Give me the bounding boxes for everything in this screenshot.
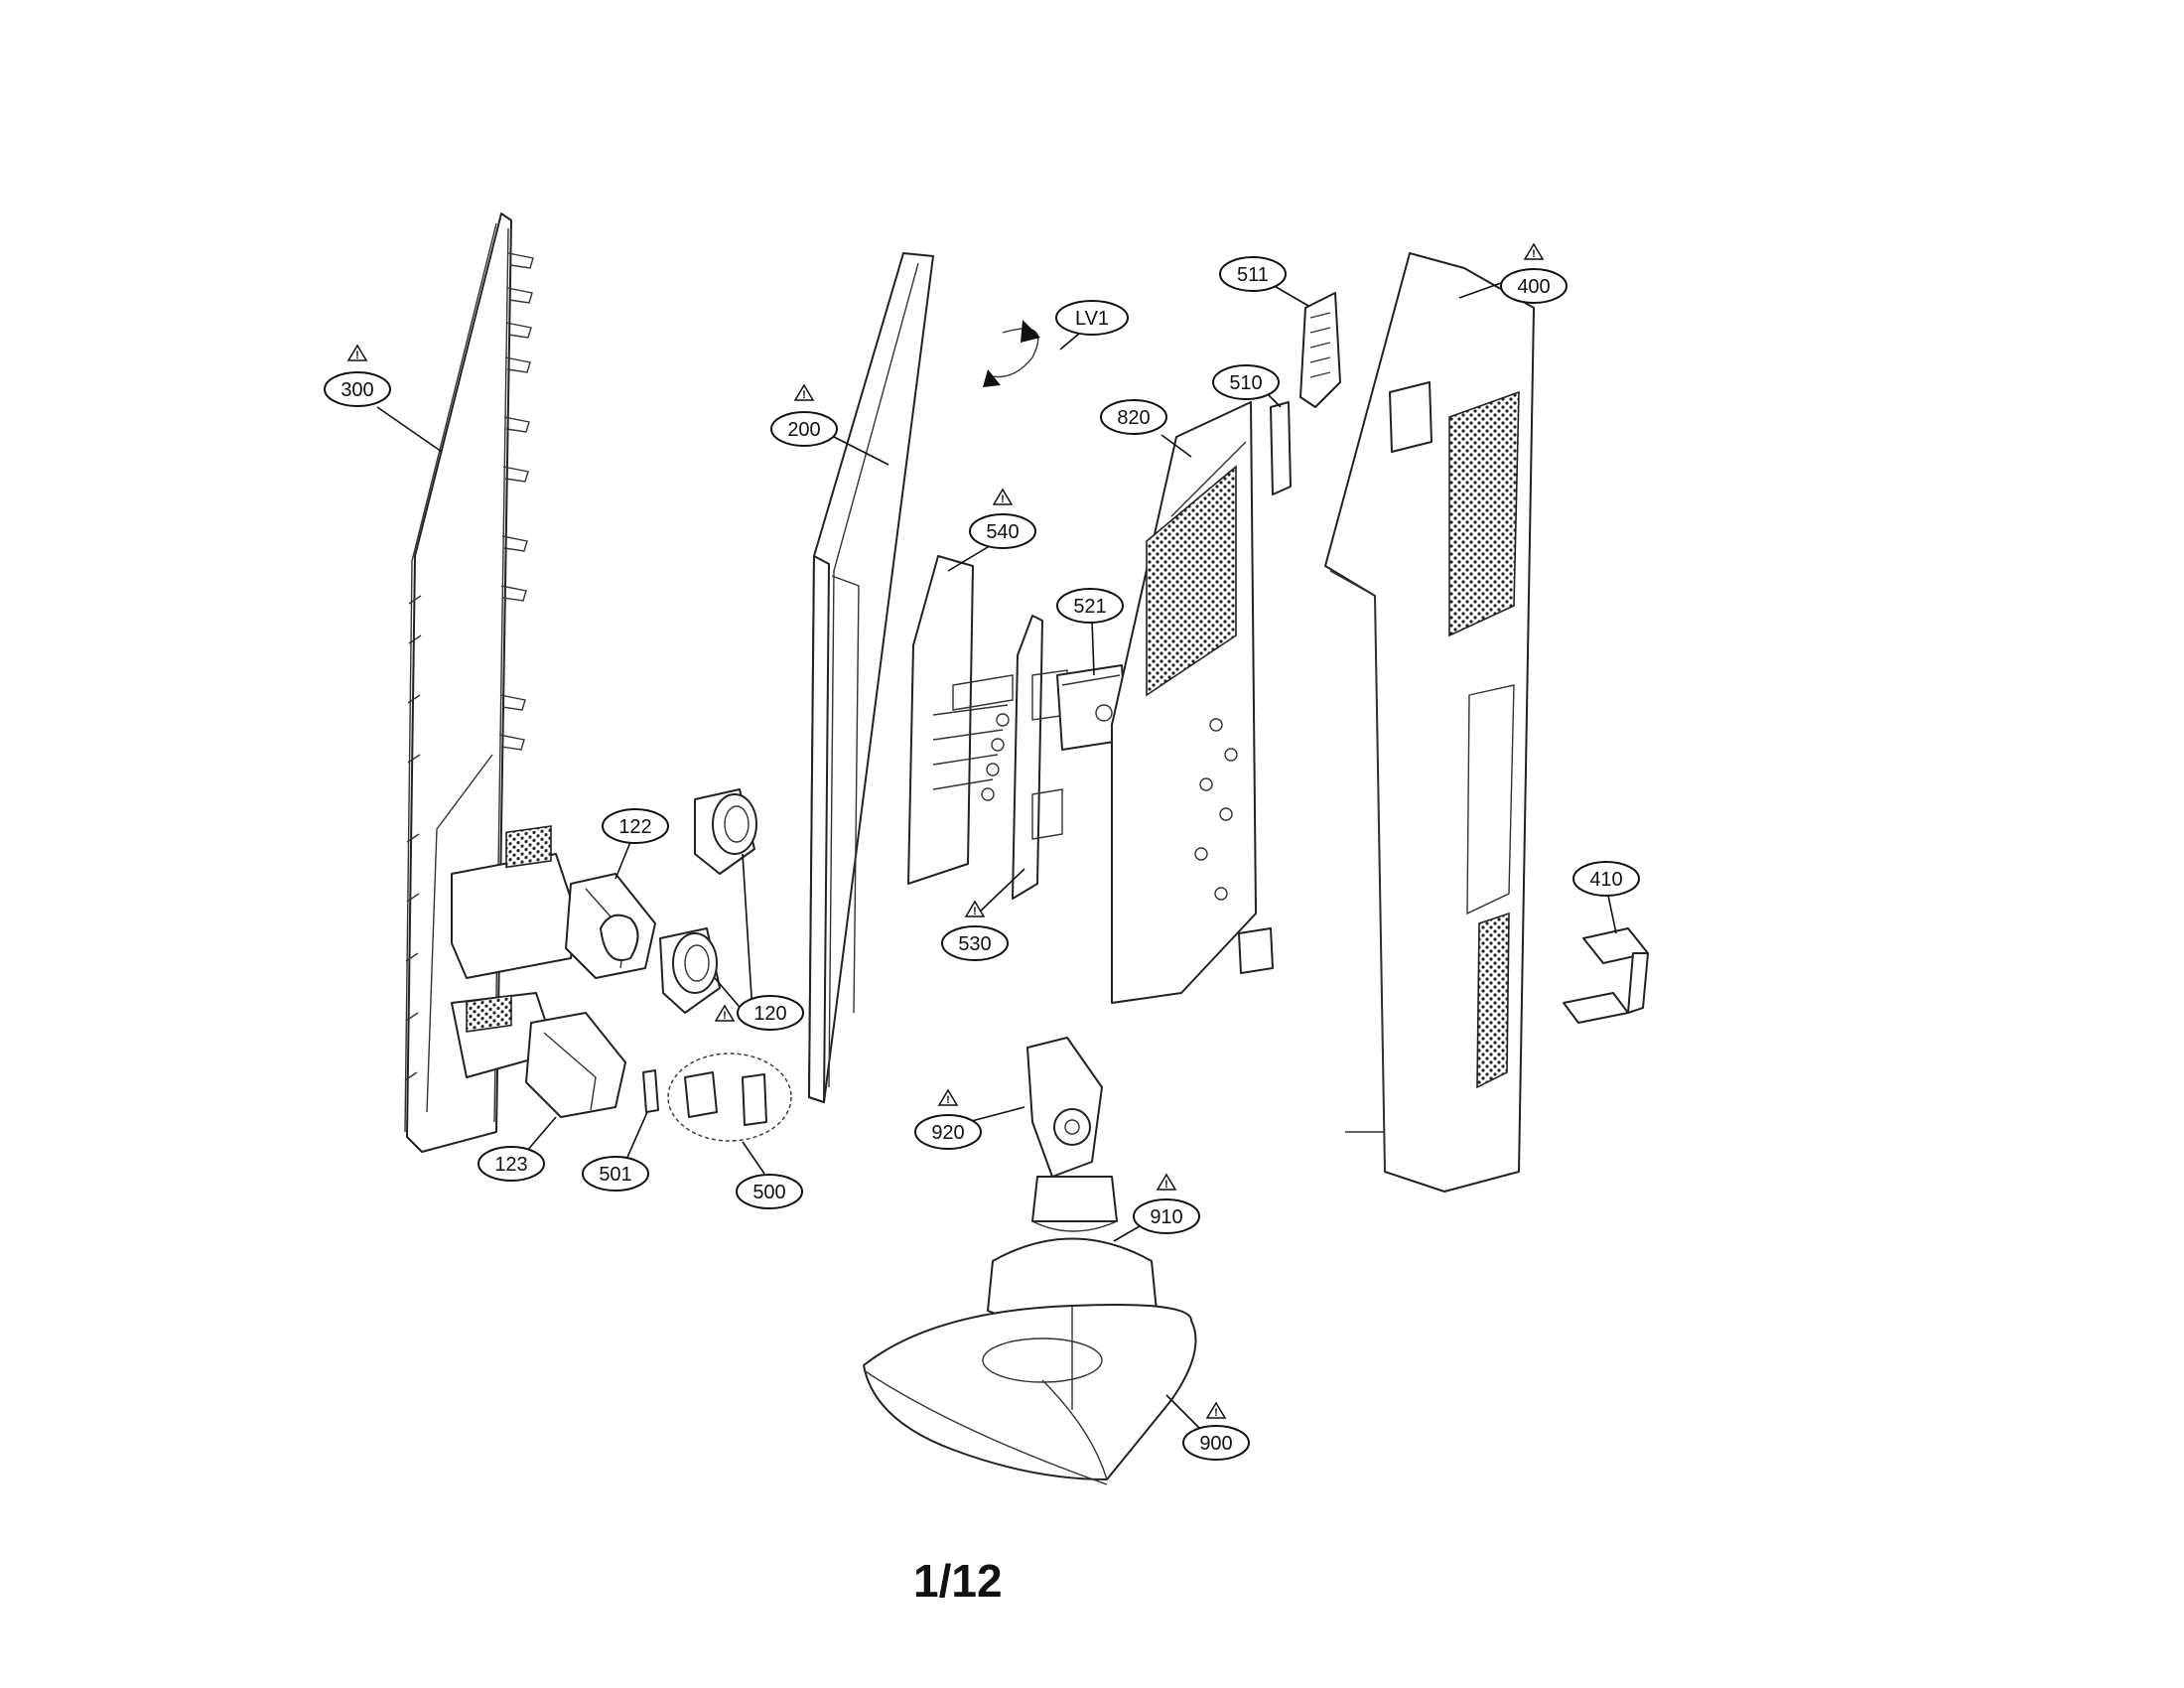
svg-text:!: ! xyxy=(946,1094,950,1106)
warning-icon: ! xyxy=(714,1004,736,1022)
callout-510-label: 510 xyxy=(1229,372,1262,394)
svg-text:!: ! xyxy=(1532,248,1536,260)
callout-510: 510 xyxy=(1212,364,1280,400)
part-300-front-cabinet xyxy=(404,212,577,1153)
part-501-small-board xyxy=(642,1069,659,1113)
callout-530-label: 530 xyxy=(958,933,991,955)
callout-530: ! 530 xyxy=(941,900,1009,961)
rotate-arrow-icon xyxy=(983,320,1040,387)
part-900-stand-base xyxy=(863,1304,1197,1485)
callout-900-label: 900 xyxy=(1199,1433,1232,1455)
callout-lv1-label: LV1 xyxy=(1075,308,1109,330)
part-123-bracket xyxy=(525,1012,626,1118)
callout-123: 123 xyxy=(478,1146,545,1182)
part-521-bracket xyxy=(1056,664,1128,751)
warning-icon: ! xyxy=(1156,1173,1177,1191)
part-511-terminal-block xyxy=(1299,292,1341,408)
warning-icon: ! xyxy=(346,344,368,361)
callout-920: ! 920 xyxy=(914,1088,982,1150)
callout-410: 410 xyxy=(1572,861,1640,897)
callout-910: ! 910 xyxy=(1133,1173,1200,1234)
part-120-speaker-right xyxy=(659,927,721,1014)
part-500-board-detail xyxy=(667,1053,792,1142)
callout-910-label: 910 xyxy=(1150,1206,1182,1228)
svg-text:!: ! xyxy=(802,389,806,401)
callout-410-label: 410 xyxy=(1589,869,1622,891)
warning-icon: ! xyxy=(1523,242,1545,260)
callout-820: 820 xyxy=(1100,399,1167,435)
part-200-lcd-panel xyxy=(808,252,934,1103)
callout-501: 501 xyxy=(582,1156,649,1192)
svg-text:!: ! xyxy=(1001,493,1005,505)
callout-400: ! 400 xyxy=(1500,242,1568,304)
svg-text:!: ! xyxy=(355,350,359,361)
callout-900: ! 900 xyxy=(1182,1401,1250,1461)
part-540-main-board xyxy=(907,555,1014,885)
callout-123-label: 123 xyxy=(494,1154,527,1176)
callout-120: ! 120 xyxy=(714,995,804,1031)
svg-text:!: ! xyxy=(1164,1179,1168,1191)
callout-521-label: 521 xyxy=(1073,596,1106,618)
callout-300: ! 300 xyxy=(324,344,391,407)
svg-text:!: ! xyxy=(973,906,977,917)
callout-200: ! 200 xyxy=(770,383,838,447)
callout-400-label: 400 xyxy=(1517,276,1550,298)
callout-820-label: 820 xyxy=(1117,407,1150,429)
callout-501-label: 501 xyxy=(599,1164,631,1186)
part-410-clips xyxy=(1563,927,1649,1024)
callout-122: 122 xyxy=(602,808,669,844)
callout-500-label: 500 xyxy=(752,1182,785,1203)
part-510-terminal xyxy=(1270,401,1292,495)
warning-icon: ! xyxy=(937,1088,959,1106)
callout-511: 511 xyxy=(1219,256,1287,292)
page-number: 1/12 xyxy=(913,1555,1003,1607)
callout-120-label: 120 xyxy=(753,1003,786,1025)
callout-500: 500 xyxy=(736,1174,803,1209)
callout-521: 521 xyxy=(1056,588,1124,624)
warning-icon: ! xyxy=(1205,1401,1227,1419)
svg-text:!: ! xyxy=(723,1010,727,1022)
svg-text:!: ! xyxy=(1214,1407,1218,1419)
callout-122-label: 122 xyxy=(618,816,651,838)
callout-lv1: LV1 xyxy=(1055,300,1129,336)
part-530-power-board xyxy=(1012,615,1068,900)
part-122-speaker-bracket xyxy=(565,873,656,979)
callout-540-label: 540 xyxy=(986,521,1019,543)
callout-540: ! 540 xyxy=(969,488,1036,549)
callout-511-label: 511 xyxy=(1237,264,1269,286)
callout-200-label: 200 xyxy=(787,419,820,441)
callout-300-label: 300 xyxy=(341,379,373,401)
warning-icon: ! xyxy=(964,900,986,917)
part-400-back-cover xyxy=(1324,252,1535,1193)
warning-icon: ! xyxy=(793,383,815,401)
warning-icon: ! xyxy=(992,488,1014,505)
part-120-speaker-left xyxy=(694,788,757,875)
part-920-stand-neck xyxy=(1026,1037,1103,1178)
callout-920-label: 920 xyxy=(931,1122,964,1144)
part-820-shield xyxy=(1111,401,1274,1004)
